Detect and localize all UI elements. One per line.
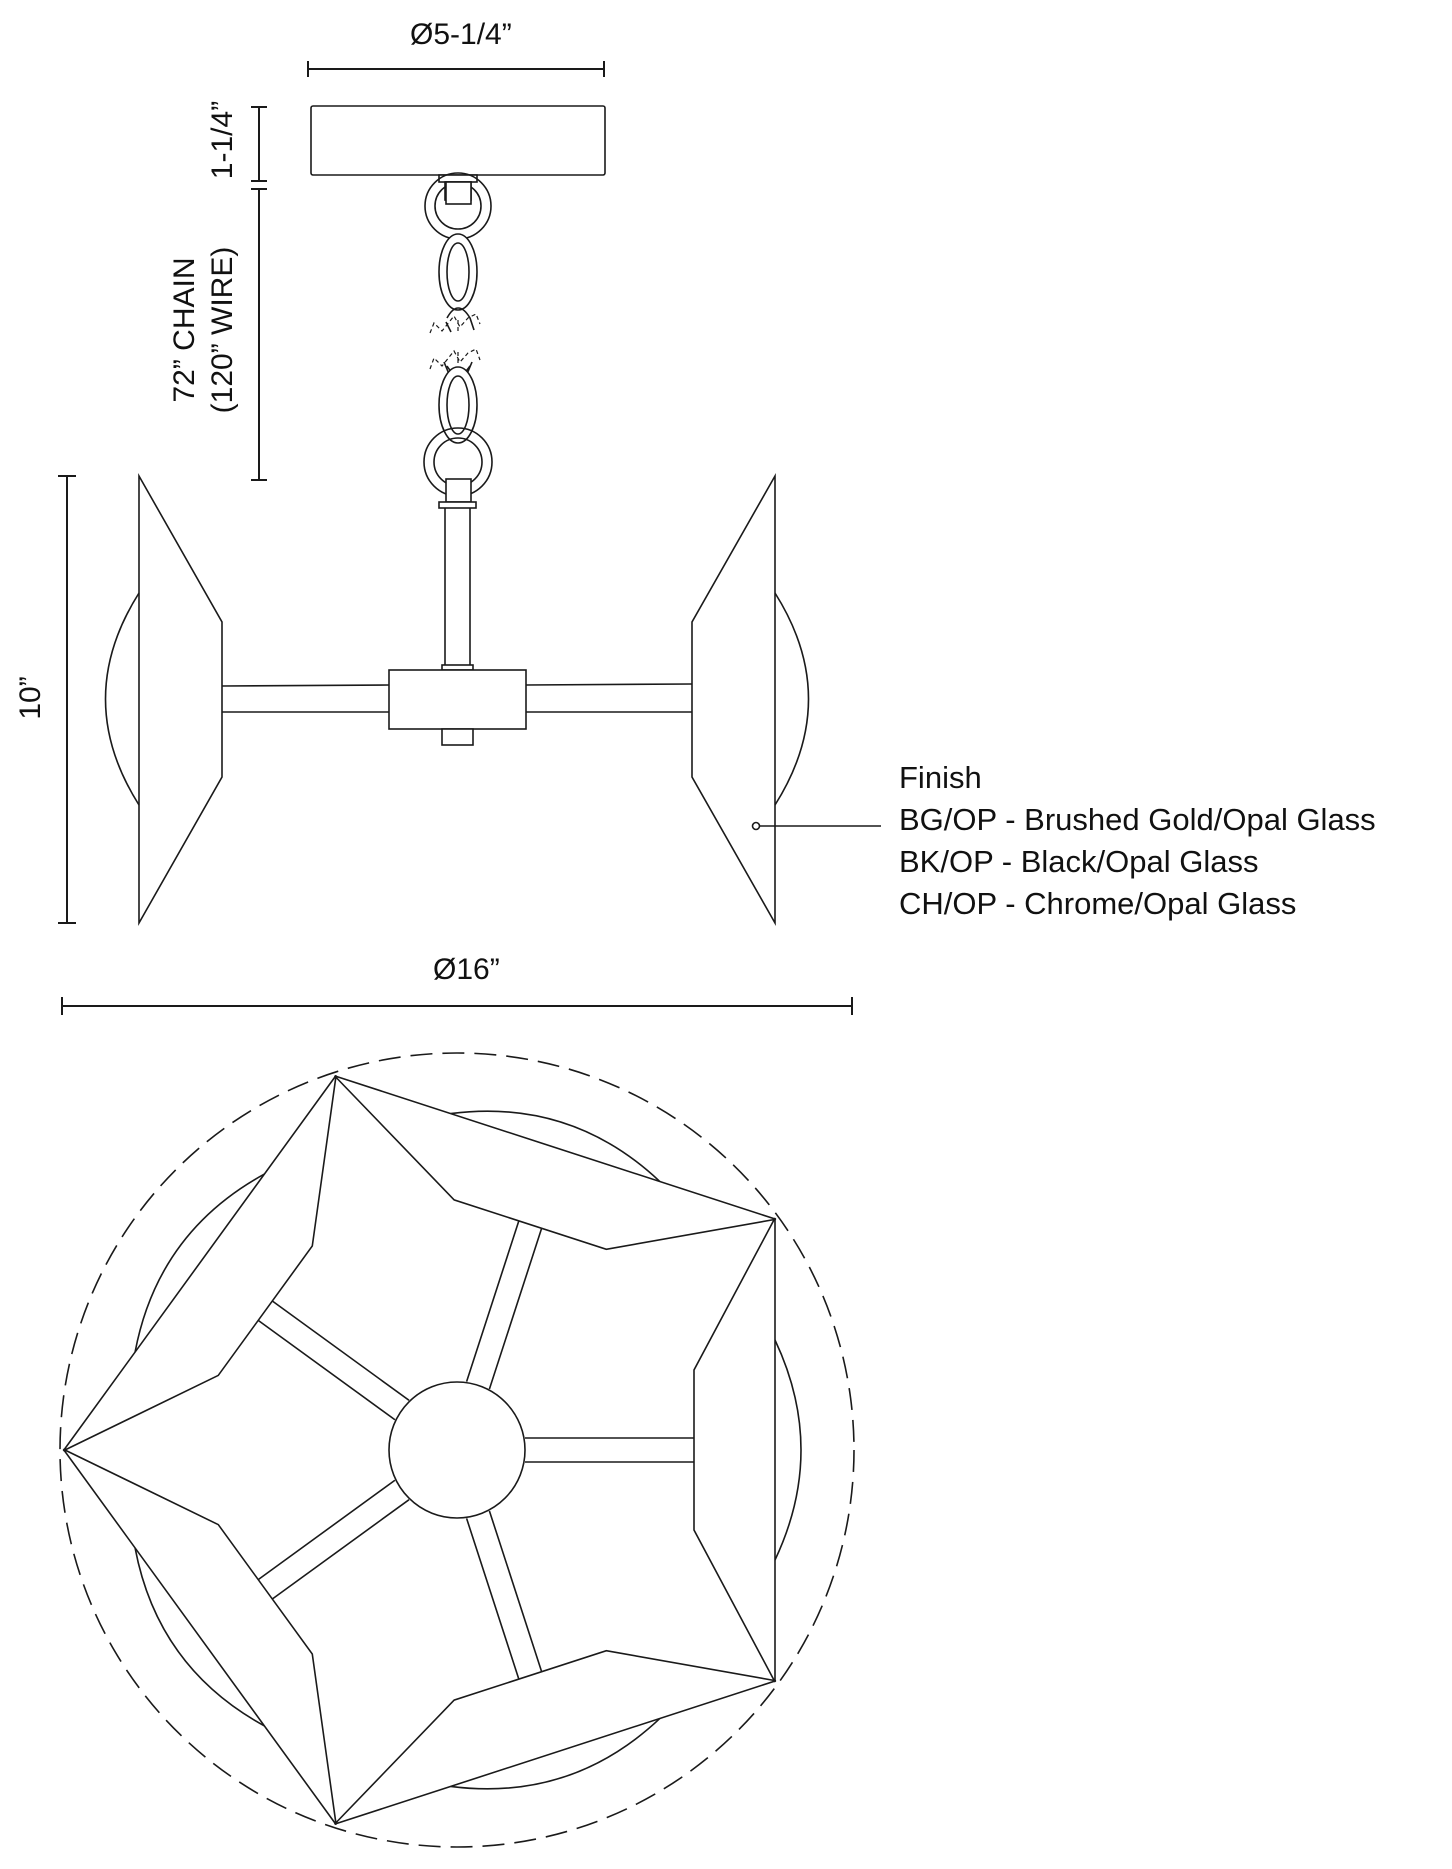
chain-length-dimension-line [251,188,267,481]
center-hub [388,669,527,730]
fixture-height-dimension-line [58,475,76,924]
plan-shade-3 [62,1074,410,1452]
finish-leader-line [751,821,881,831]
plan-center-hub [388,1381,526,1519]
finish-legend: Finish BG/OP - Brushed Gold/Opal Glass B… [899,757,1376,925]
bottom-plan-view [59,1052,855,1848]
finish-option-chrome: CH/OP - Chrome/Opal Glass [899,886,1297,921]
chain-length-label: 72” CHAIN [168,257,201,403]
side-elevation-view [58,61,881,1015]
overall-diameter-dashed-circle [59,1052,855,1848]
fixture-diameter-label: Ø16” [433,953,500,986]
plan-shade-5 [334,1510,777,1825]
canopy-diameter-dimension-line [307,61,605,77]
canopy-height-label: 1-1/4” [206,100,239,180]
left-shade-side [104,472,223,927]
fixture-height-label: 10” [14,676,47,720]
side-arm-right [525,683,693,713]
finish-title: Finish [899,760,982,795]
canopy-height-dimension-line [251,106,267,182]
plan-shade-2 [334,1075,777,1390]
chain-break-symbol [429,313,481,370]
fixture-diameter-dimension-line [61,997,853,1015]
finish-option-brushed-gold: BG/OP - Brushed Gold/Opal Glass [899,802,1376,837]
wire-length-label: (120” WIRE) [206,246,239,414]
finish-option-black: BK/OP - Black/Opal Glass [899,844,1259,879]
chain [423,172,493,497]
right-shade-side [691,472,810,927]
hub-bottom-nub [441,728,474,746]
fixture-stem [438,478,477,671]
side-arm-left [221,684,390,713]
canopy-diameter-label: Ø5-1/4” [410,18,512,51]
plan-shade-1 [525,1217,802,1683]
plan-shade-4 [62,1448,410,1826]
ceiling-canopy [310,105,606,176]
